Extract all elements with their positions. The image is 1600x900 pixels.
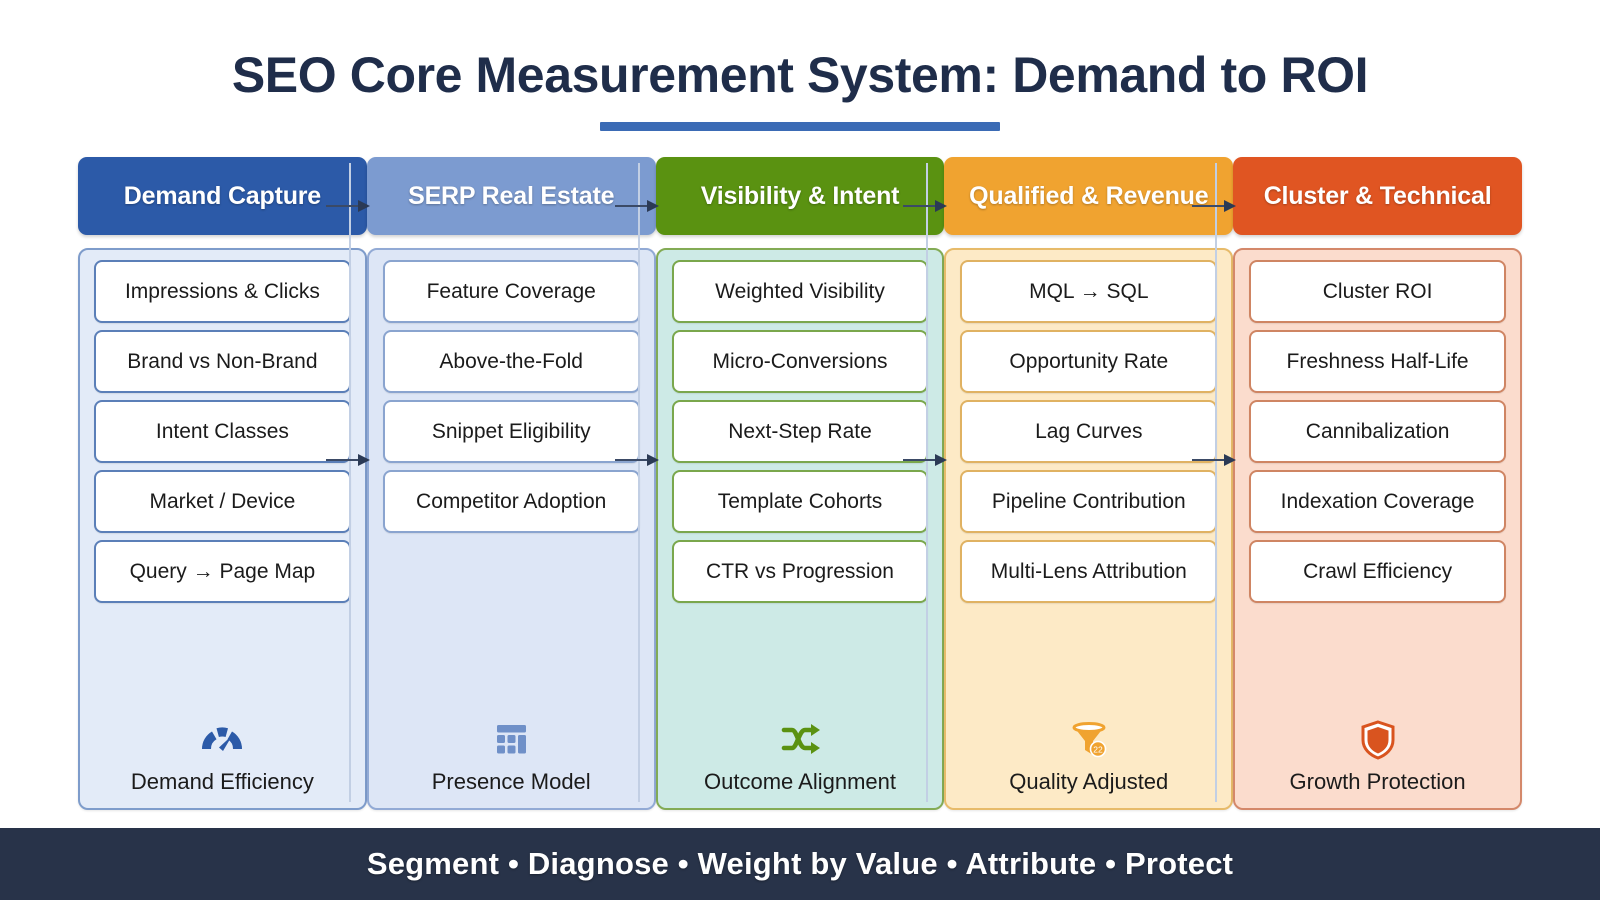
footer-tagline: Segment • Diagnose • Weight by Value • A… [366,846,1234,881]
flow-arrow-top [325,200,370,212]
metric-cell[interactable]: Template Cohorts [671,470,929,533]
metric-cell[interactable]: Weighted Visibility [671,260,929,323]
panel-spacer [94,603,351,714]
panel-spacer [1249,603,1506,714]
metric-cell[interactable]: Pipeline Contribution [960,470,1218,533]
metric-cell[interactable]: Cannibalization [1249,400,1506,463]
flow-arrow-mid [325,454,370,466]
stage-header-0[interactable]: Demand Capture [78,157,367,235]
page-title: SEO Core Measurement System: Demand to R… [231,47,1369,103]
stage-summary: Presence Model [383,714,640,796]
metric-cell[interactable]: Micro-Conversions [671,330,929,393]
shield-icon [1353,714,1403,764]
metric-cell[interactable]: Indexation Coverage [1249,470,1506,533]
metric-cell[interactable]: Snippet Eligibility [382,400,640,463]
stage-summary: Outcome Alignment [672,714,929,796]
metric-cell[interactable]: Cluster ROI [1249,260,1506,323]
flow-arrow-top [903,200,948,212]
metric-cell[interactable]: Crawl Efficiency [1249,540,1506,603]
stage-summary-label: Presence Model [431,768,591,794]
stage-summary-label: Outcome Alignment [704,768,896,794]
grid-layout-icon [486,714,536,764]
svg-text:22: 22 [1093,744,1103,754]
flow-arrow-top [1192,200,1237,212]
panel-spacer [960,603,1217,714]
footer-band: Segment • Diagnose • Weight by Value • A… [0,828,1600,900]
flow-arrow-mid [903,454,948,466]
metric-cell[interactable]: Query → Page Map [94,540,351,603]
stage-summary: Demand Efficiency [94,714,351,796]
metric-cell[interactable]: Competitor Adoption [382,470,640,533]
metric-cell[interactable]: Next-Step Rate [671,400,929,463]
metric-cell[interactable]: Multi-Lens Attribution [960,540,1218,603]
flow-arrow-mid [614,454,659,466]
metric-cell[interactable]: Market / Device [94,470,351,533]
stage-header-3[interactable]: Qualified & Revenue [944,157,1234,235]
stage-header-4[interactable]: Cluster & Technical [1233,157,1522,235]
metric-cell[interactable]: Brand vs Non-Brand [94,330,351,393]
metric-cell[interactable]: Above-the-Fold [382,330,640,393]
metric-cell[interactable]: Lag Curves [960,400,1218,463]
gauge-icon [197,714,247,764]
shuffle-icon [775,714,825,764]
metric-cell[interactable]: Opportunity Rate [960,330,1218,393]
stage-header-2[interactable]: Visibility & Intent [655,157,945,235]
stage-summary-label: Growth Protection [1289,768,1466,794]
title-zone: SEO Core Measurement System: Demand to R… [0,0,1600,131]
metric-cell[interactable]: CTR vs Progression [671,540,929,603]
flow-arrow-top [614,200,659,212]
stage-summary-label: Quality Adjusted [1009,768,1169,794]
stage-summary-label: Demand Efficiency [130,768,314,794]
stage-summary: Growth Protection [1249,714,1506,796]
flow-arrow-mid [1192,454,1237,466]
metric-cell[interactable]: Feature Coverage [382,260,640,323]
metric-cell[interactable]: Impressions & Clicks [94,260,351,323]
funnel-icon: 22 [1064,714,1114,764]
panel-spacer [383,533,640,714]
metric-cell[interactable]: Freshness Half-Life [1249,330,1506,393]
title-underline [600,122,1000,131]
metric-cell[interactable]: MQL → SQL [960,260,1218,323]
stage-header-1[interactable]: SERP Real Estate [366,157,656,235]
panel-spacer [672,603,929,714]
metric-cell[interactable]: Intent Classes [94,400,351,463]
